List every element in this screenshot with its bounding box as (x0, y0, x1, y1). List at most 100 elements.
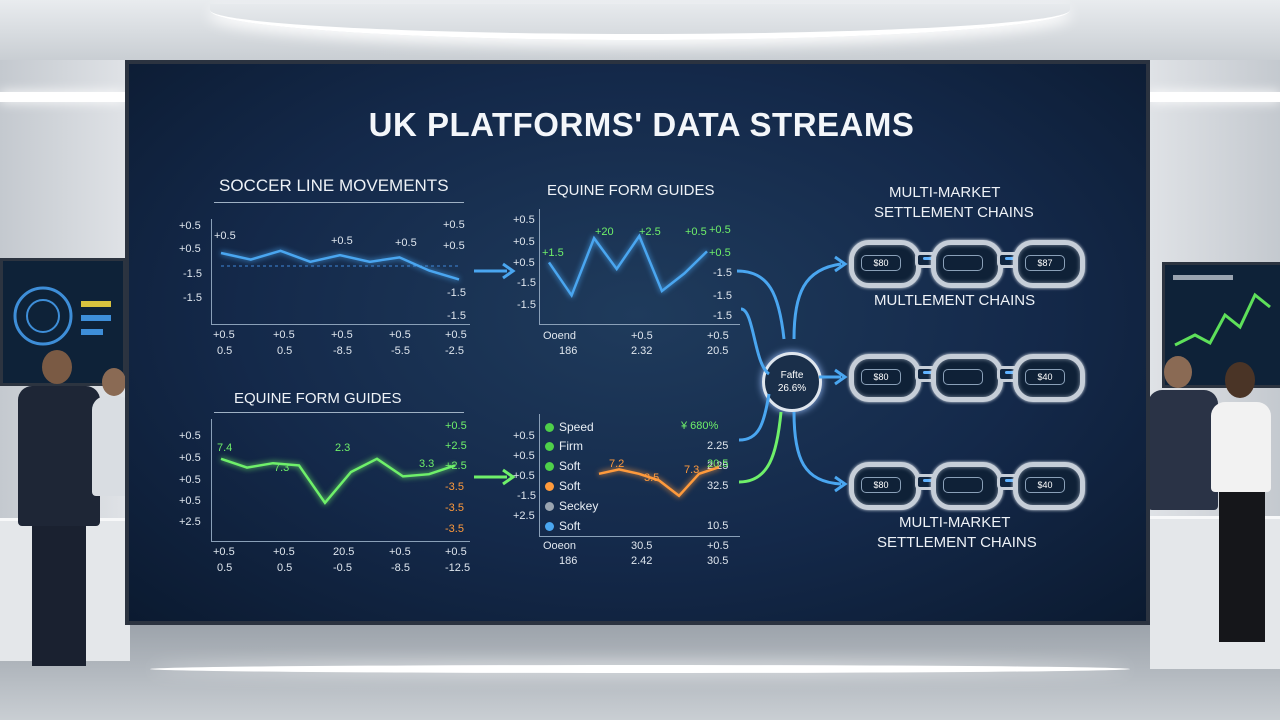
soccer-xtick: +0.5 (331, 329, 353, 341)
equine-bottom-xtick: 0.5 (277, 562, 293, 574)
equine-bottom-ytick: +0.5 (179, 474, 201, 486)
equine-bottom-ytick-right: +2.5 (445, 460, 467, 472)
soccer-xtick: 0.5 (277, 345, 293, 357)
equine-bottom-heading: EQUINE FORM GUIDES (234, 390, 402, 407)
equine-top-ytick-right: -1.5 (713, 267, 732, 279)
legend-chart-point-label: 20.5 (707, 458, 729, 470)
legend-item: Speed (545, 420, 594, 434)
chains-bottom-title-1: MULTI-MARKET (899, 514, 1011, 531)
soccer-ytick-right: +0.5 (443, 219, 465, 231)
equine-bottom-point-label: 2.3 (335, 442, 351, 454)
chain-link-value (943, 255, 983, 271)
chain-link-value: $80 (861, 369, 901, 385)
chains-top-title-1: MULTI-MARKET (889, 184, 1001, 201)
arrowhead-icon (834, 475, 848, 493)
soccer-point-label: +0.5 (395, 237, 417, 249)
chain-link-value (943, 369, 983, 385)
equine-top-ytick-right: -1.5 (713, 310, 732, 322)
flow-line (738, 411, 783, 484)
chain-link (931, 240, 1003, 288)
right-monitor-graphic (1173, 275, 1271, 347)
legend-chart-point-label: 7.3 (684, 464, 700, 476)
equine-bottom-xtick: -12.5 (445, 562, 471, 574)
soccer-chart-frame (211, 219, 470, 325)
equine-top-xtick: +0.5 (707, 330, 729, 342)
soccer-heading: SOCCER LINE MOVEMENTS (219, 176, 449, 195)
legend-dot (545, 482, 554, 491)
equine-top-ytick: +0.5 (513, 214, 535, 226)
equine-bottom-point-label: 7.4 (217, 442, 233, 454)
legend-dot (545, 423, 554, 432)
legend-item: Soft (545, 519, 580, 533)
soccer-ytick-right: -1.5 (447, 287, 466, 299)
settlement-chain: $80 $40 (849, 354, 1085, 402)
legend-chart-ytick: -1.5 (517, 490, 536, 502)
equine-top-ytick: -1.5 (517, 277, 536, 289)
legend-chart-xtick: +0.5 (707, 540, 729, 552)
chains-bottom-title-2: SETTLEMENT CHAINS (877, 534, 1037, 551)
equine-bottom-xtick: +0.5 (213, 546, 235, 558)
legend-label: Speed (559, 420, 594, 434)
left-side-monitor (0, 258, 126, 386)
chain-link-value: $80 (861, 255, 901, 271)
soccer-series-line (220, 249, 460, 281)
chain-link-value (943, 477, 983, 493)
equine-bottom-xtick: +0.5 (389, 546, 411, 558)
legend-chart-ytick-right: ¥ 680% (681, 420, 719, 432)
soccer-xtick: +0.5 (273, 329, 295, 341)
equine-bottom-point-label: 3.3 (419, 458, 435, 470)
equine-bottom-series-line (220, 457, 456, 505)
soccer-ytick: -1.5 (183, 292, 202, 304)
equine-bottom-xtick: 20.5 (333, 546, 355, 558)
equine-top-xtick: 20.5 (707, 345, 729, 357)
legend-chart-xtick: 2.42 (631, 555, 653, 567)
equine-bottom-chart-frame (211, 419, 470, 542)
legend-dot (545, 462, 554, 471)
soccer-xtick: +0.5 (445, 329, 467, 341)
soccer-xtick: +0.5 (213, 329, 235, 341)
legend-label: Soft (559, 519, 581, 533)
equine-bottom-xtick: +0.5 (273, 546, 295, 558)
legend-item: Soft (545, 459, 580, 473)
equine-bottom-ytick: +0.5 (179, 430, 201, 442)
legend-chart-xtick: 186 (559, 555, 578, 567)
equine-bottom-xtick: 0.5 (217, 562, 233, 574)
equine-top-xtick: 186 (559, 345, 578, 357)
chain-link: $40 (1013, 462, 1085, 510)
legend-chart-xtick: Ooeon (543, 540, 577, 552)
arrowhead-icon (834, 255, 848, 273)
settlement-chain: $80 $40 (849, 462, 1085, 510)
legend-chart-ytick-right: 2.25 (707, 440, 729, 452)
soccer-xtick: +0.5 (389, 329, 411, 341)
legend-chart-xtick: 30.5 (707, 555, 729, 567)
equine-top-point-label: +0.5 (685, 226, 707, 238)
chain-link-value: $40 (1025, 477, 1065, 493)
ceiling-light (210, 4, 1070, 40)
equine-top-chart-frame (539, 209, 740, 325)
legend-chart-point-label: 7.2 (609, 458, 625, 470)
chain-link (931, 354, 1003, 402)
equine-bottom-ytick-right: +0.5 (445, 420, 467, 432)
legend-label: Seckey (559, 499, 599, 513)
page-title: UK PLATFORMS' DATA STREAMS (368, 106, 915, 143)
legend-chart-ytick: +2.5 (513, 510, 535, 522)
equine-top-point-label: +2.5 (639, 226, 661, 238)
legend-chart-ytick: +0.5 (513, 430, 535, 442)
arrowhead-icon (502, 262, 516, 280)
legend-item: Firm (545, 439, 583, 453)
equine-top-xtick: +0.5 (631, 330, 653, 342)
equine-bottom-ytick: +0.5 (179, 495, 201, 507)
equine-top-ytick: +0.5 (513, 236, 535, 248)
legend-chart-ytick-right: 32.5 (707, 480, 729, 492)
equine-top-ytick-right: -1.5 (713, 290, 732, 302)
soccer-ytick-right: -1.5 (447, 310, 466, 322)
equine-bottom-xtick: -0.5 (333, 562, 352, 574)
legend-dot (545, 442, 554, 451)
legend-label: Soft (559, 479, 581, 493)
equine-bottom-ytick: +0.5 (179, 452, 201, 464)
equine-top-ytick-right: +0.5 (709, 224, 731, 236)
equine-top-ytick-right: +0.5 (709, 247, 731, 259)
equine-bottom-heading-rule (214, 412, 464, 413)
legend-chart-ytick-right: 10.5 (707, 520, 729, 532)
legend-chart-xtick: 30.5 (631, 540, 653, 552)
